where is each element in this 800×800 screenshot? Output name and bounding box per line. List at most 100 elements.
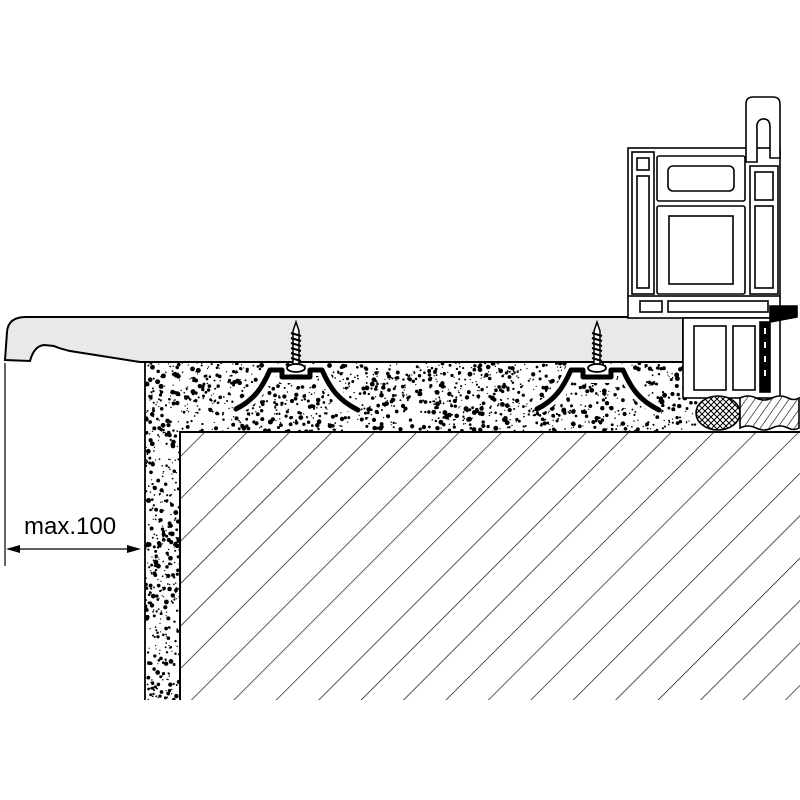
mortar-speckle-dot <box>530 408 533 410</box>
mortar-speckle-dot <box>185 424 190 429</box>
mortar-speckle-dot <box>453 404 457 408</box>
mortar-speckle-dot <box>477 389 479 392</box>
mortar-speckle-dot <box>171 693 173 695</box>
mortar-speckle-dot <box>477 367 483 373</box>
mortar-speckle-dot <box>166 678 168 681</box>
sash-top-hook <box>745 96 781 163</box>
mortar-speckle-dot <box>532 409 535 412</box>
mortar-speckle-dot <box>162 472 164 474</box>
mortar-speckle-dot <box>165 551 169 555</box>
mortar-speckle-dot <box>371 377 377 383</box>
mortar-speckle-dot <box>202 397 204 400</box>
mortar-speckle-dot <box>217 374 222 379</box>
mortar-speckle-dot <box>176 430 179 432</box>
mortar-speckle-dot <box>364 385 370 391</box>
mortar-speckle-dot <box>243 386 246 389</box>
mortar-speckle-dot <box>646 427 649 430</box>
mortar-speckle-dot <box>421 424 427 430</box>
mortar-speckle-dot <box>300 385 305 389</box>
mortar-speckle-dot <box>453 423 455 426</box>
mortar-speckle-dot <box>430 366 434 370</box>
mortar-speckle-dot <box>217 366 219 368</box>
mortar-speckle-dot <box>672 418 674 420</box>
mortar-speckle-dot <box>415 384 417 386</box>
mortar-speckle-dot <box>382 417 385 419</box>
mortar-speckle-dot <box>152 389 155 393</box>
mortar-speckle-dot <box>693 423 697 426</box>
mortar-speckle-dot <box>645 422 649 427</box>
mortar-speckle-dot <box>213 426 219 431</box>
mortar-speckle-dot <box>347 382 351 385</box>
mortar-speckle-dot <box>158 694 162 698</box>
mortar-speckle-dot <box>256 365 260 368</box>
mortar-speckle-dot <box>151 681 155 686</box>
mortar-speckle-dot <box>363 411 367 415</box>
mortar-speckle-dot <box>498 370 500 372</box>
mortar-speckle-dot <box>439 398 441 400</box>
mortar-speckle-dot <box>466 390 471 395</box>
mortar-speckle-dot <box>147 601 151 605</box>
mortar-speckle-dot <box>253 377 258 382</box>
mortar-speckle-dot <box>433 403 436 405</box>
mortar-speckle-dot <box>538 370 541 373</box>
mortar-speckle-dot <box>252 364 255 367</box>
mortar-speckle-dot <box>494 385 496 387</box>
mortar-speckle-dot <box>504 420 510 426</box>
mortar-speckle-dot <box>531 372 536 377</box>
mortar-speckle-dot <box>328 403 330 405</box>
mortar-speckle-dot <box>238 366 243 371</box>
mortar-speckle-dot <box>507 375 512 379</box>
mortar-speckle-dot <box>357 377 359 380</box>
mortar-speckle-dot <box>234 416 239 421</box>
mortar-speckle-dot <box>674 372 680 378</box>
mortar-speckle-dot <box>435 401 440 407</box>
mortar-speckle-dot <box>580 409 583 412</box>
mortar-speckle-dot <box>324 389 326 391</box>
mortar-speckle-dot <box>383 404 387 407</box>
mortar-speckle-dot <box>422 378 425 382</box>
mortar-speckle-dot <box>186 409 188 412</box>
mortar-speckle-dot <box>480 377 482 379</box>
mortar-speckle-dot <box>516 370 519 374</box>
mortar-speckle-dot <box>162 587 166 591</box>
mortar-speckle-dot <box>623 426 628 431</box>
mortar-speckle-dot <box>265 400 269 403</box>
mortar-speckle-dot <box>405 394 408 396</box>
mortar-speckle-dot <box>540 423 543 427</box>
mortar-speckle-dot <box>457 371 462 375</box>
mortar-speckle-dot <box>250 380 254 384</box>
mortar-speckle-dot <box>168 682 173 687</box>
mortar-speckle-dot <box>644 366 647 369</box>
mortar-speckle-dot <box>389 378 391 381</box>
mortar-speckle-dot <box>150 391 153 394</box>
mortar-speckle-dot <box>680 428 683 430</box>
mortar-speckle-dot <box>296 393 298 395</box>
mortar-speckle-dot <box>486 386 488 388</box>
mortar-speckle-dot <box>152 426 157 431</box>
mortar-speckle-dot <box>176 366 179 370</box>
mortar-speckle-dot <box>499 398 502 401</box>
mortar-speckle-dot <box>366 411 370 415</box>
mortar-speckle-dot <box>152 614 156 618</box>
mortar-speckle-dot <box>667 374 669 376</box>
mortar-speckle-dot <box>152 407 155 410</box>
mortar-speckle-dot <box>147 698 150 700</box>
mortar-speckle-dot <box>155 695 158 698</box>
mortar-speckle-dot <box>436 406 439 409</box>
mortar-speckle-dot <box>185 387 188 390</box>
mortar-speckle-dot <box>604 396 607 400</box>
mortar-speckle-dot <box>435 374 438 377</box>
mortar-speckle-dot <box>346 421 349 423</box>
mortar-speckle-dot <box>224 402 226 405</box>
mortar-speckle-dot <box>188 398 192 401</box>
mortar-speckle-dot <box>332 371 335 374</box>
mortar-speckle-dot <box>344 386 348 390</box>
mortar-speckle-dot <box>166 494 169 497</box>
mortar-speckle-dot <box>150 498 154 501</box>
mortar-speckle-dot <box>427 369 432 373</box>
mortar-speckle-dot <box>162 428 165 432</box>
mortar-speckle-dot <box>275 409 278 411</box>
mortar-speckle-dot <box>347 416 351 420</box>
mortar-speckle-dot <box>177 588 180 590</box>
mortar-speckle-dot <box>163 509 165 511</box>
